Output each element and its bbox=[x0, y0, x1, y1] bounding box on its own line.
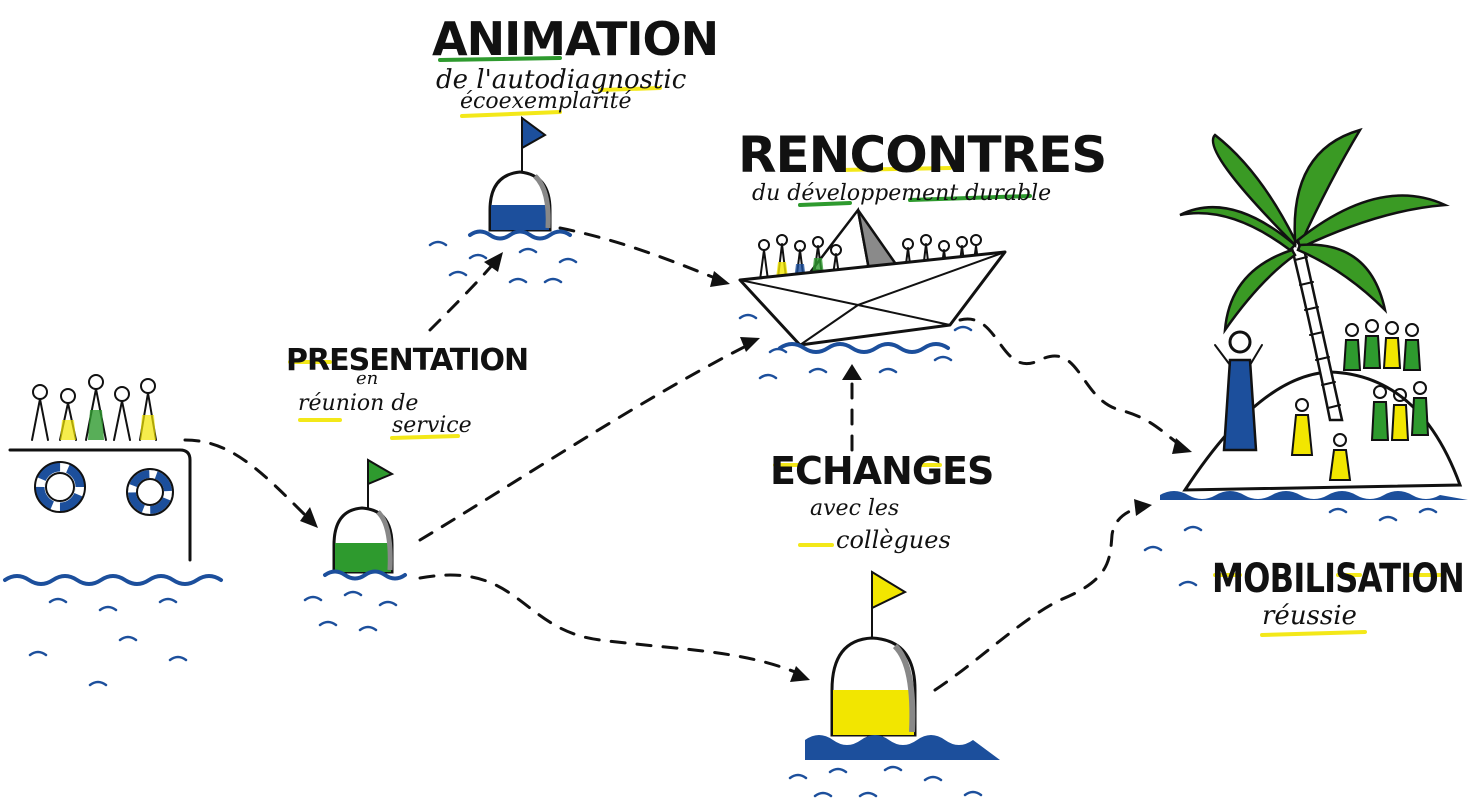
lifebuoy-icon bbox=[126, 468, 174, 516]
flow-arrows bbox=[183, 226, 1192, 692]
arrow-echanges-to-mobilisation bbox=[933, 506, 1140, 692]
lifebuoy-icon bbox=[34, 461, 86, 513]
node-presentation: PRESENTATION en réunion de service bbox=[286, 343, 529, 440]
echanges-title: ECHANGES bbox=[770, 449, 993, 493]
ship-icon bbox=[3, 374, 223, 687]
rencontres-title: RENCONTRES bbox=[738, 126, 1106, 184]
presentation-subtitle-1: en bbox=[356, 368, 378, 389]
echanges-subtitle-1: avec les bbox=[810, 496, 899, 521]
arrowhead-animation bbox=[484, 252, 503, 272]
arrowhead-mobilisation-a bbox=[1172, 438, 1192, 454]
presentation-subtitle-2: réunion de bbox=[298, 391, 418, 416]
arrowhead-rencontres-c bbox=[842, 364, 862, 380]
arrowhead-presentation bbox=[300, 507, 318, 528]
arrowhead-rencontres-b bbox=[740, 337, 760, 352]
arrow-rencontres-to-mobilisation bbox=[958, 317, 1182, 447]
arrow-animation-to-rencontres bbox=[558, 226, 717, 280]
people-icon bbox=[1214, 319, 1430, 481]
echanges-subtitle-2: collègues bbox=[836, 526, 951, 554]
arrowhead-mobilisation-b bbox=[1134, 499, 1152, 516]
node-echanges: ECHANGES avec les collègues bbox=[770, 449, 994, 554]
node-rencontres: RENCONTRES du développement durable bbox=[738, 126, 1107, 207]
presentation-title: PRESENTATION bbox=[286, 343, 528, 378]
buoy-icon bbox=[428, 116, 578, 284]
node-mobilisation: MOBILISATION réussie bbox=[1212, 556, 1465, 637]
animation-title: ANIMATION bbox=[432, 12, 718, 66]
mobilisation-title: MOBILISATION bbox=[1212, 556, 1464, 602]
presentation-subtitle-3: service bbox=[392, 413, 472, 438]
arrowhead-rencontres-a bbox=[710, 271, 730, 287]
animation-subtitle-2: écoexemplarité bbox=[460, 89, 632, 114]
buoy-icon bbox=[303, 458, 407, 632]
arrowhead-echanges bbox=[790, 666, 810, 682]
animation-subtitle-1: de l'autodiagnostic bbox=[436, 65, 687, 95]
palm-tree-icon bbox=[1179, 127, 1450, 422]
people-icon bbox=[31, 374, 157, 441]
buoy-icon bbox=[788, 570, 1000, 798]
rencontres-subtitle: du développement durable bbox=[752, 181, 1051, 206]
arrow-ship-to-presentation bbox=[183, 438, 307, 517]
arrow-presentation-to-animation bbox=[428, 260, 497, 332]
mobilisation-subtitle: réussie bbox=[1262, 601, 1357, 631]
paper-boat-icon bbox=[738, 207, 1007, 380]
node-animation: ANIMATION de l'autodiagnostic écoexempla… bbox=[432, 12, 719, 118]
arrow-presentation-to-echanges bbox=[418, 573, 797, 674]
island-icon bbox=[1143, 127, 1468, 587]
arrow-presentation-to-rencontres bbox=[418, 343, 750, 542]
